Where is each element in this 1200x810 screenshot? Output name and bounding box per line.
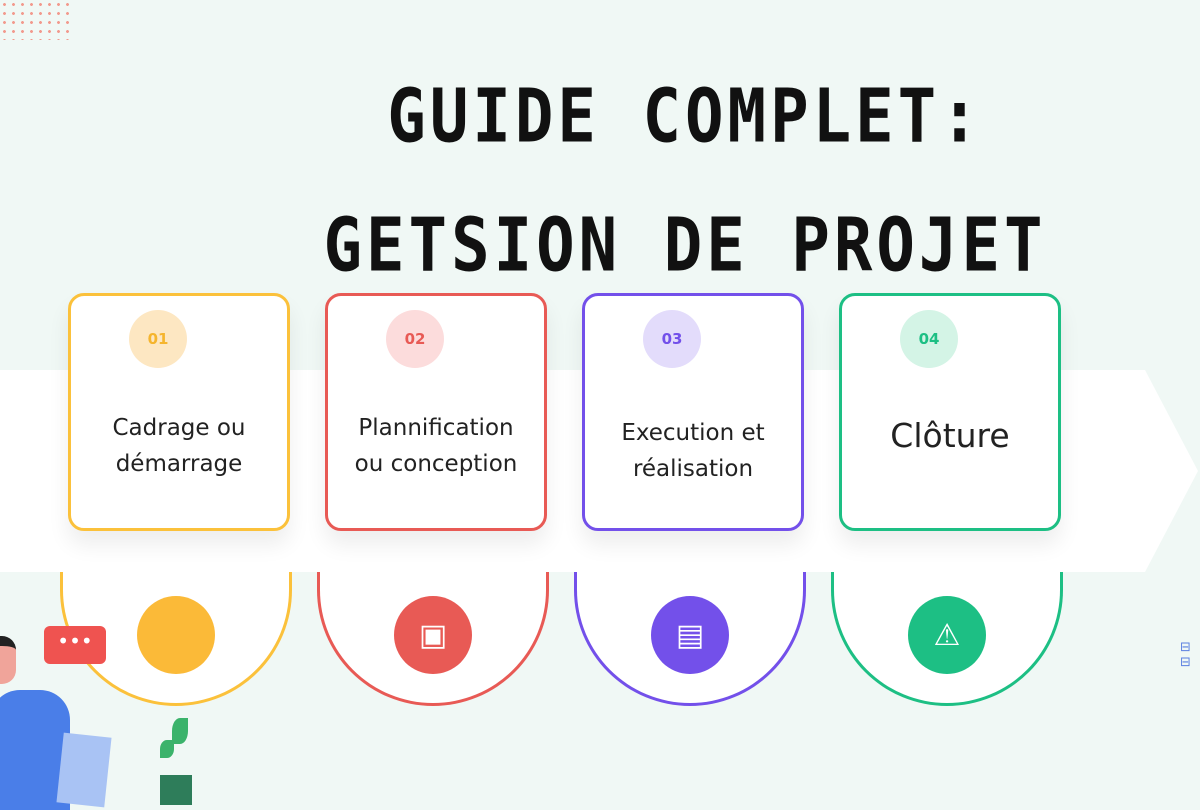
step-number-badge: 01 — [129, 310, 187, 368]
page-title: GUIDE COMPLET: GETSION DE PROJET — [323, 75, 1047, 289]
step-number-badge: 04 — [900, 310, 958, 368]
plant-pot-icon — [160, 775, 192, 805]
document-eye-icon: ▤ — [651, 596, 729, 674]
warning-stack-icon: ⚠ — [908, 596, 986, 674]
side-marker: ⊟ ⊟ — [1180, 640, 1191, 670]
step-label: Execution et réalisation — [621, 420, 765, 482]
clipboard-illustration — [56, 732, 112, 808]
step-3-base: ▤ — [574, 572, 806, 706]
decorative-dots — [0, 0, 70, 40]
step-card-1: 01 Cadrage ou démarrage — [68, 293, 290, 531]
step-card-3: 03 Execution et réalisation — [582, 293, 804, 531]
step-4-base: ⚠ — [831, 572, 1063, 706]
seal-blank-icon — [137, 596, 215, 674]
plant-leaf-icon — [160, 740, 174, 758]
step-2-base: ▣ — [317, 572, 549, 706]
podium-icon: ▣ — [394, 596, 472, 674]
step-number-badge: 03 — [643, 310, 701, 368]
step-label: Plannification ou conception — [354, 415, 518, 477]
step-card-4: 04 Clôture — [839, 293, 1061, 531]
step-number-badge: 02 — [386, 310, 444, 368]
plant-leaf-icon — [172, 718, 188, 744]
step-label: Clôture — [890, 416, 1010, 455]
step-label: Cadrage ou démarrage — [112, 415, 246, 477]
chat-bubble-icon: ••• — [44, 626, 106, 664]
person-illustration-head — [0, 636, 16, 684]
step-card-2: 02 Plannification ou conception — [325, 293, 547, 531]
